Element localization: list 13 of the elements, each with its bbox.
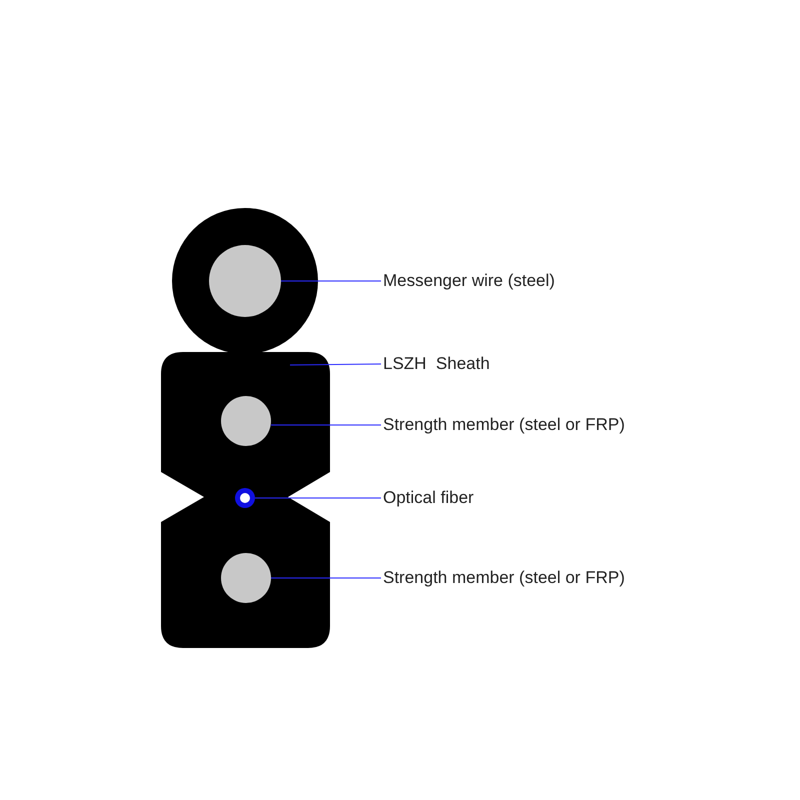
part-label: Strength member (steel or FRP) [383,415,625,435]
part-label: Strength member (steel or FRP) [383,568,625,588]
part-label: Messenger wire (steel) [383,271,555,291]
leader-line [290,364,382,366]
optical-fiber [235,488,255,508]
cable-sheath-drawing [161,352,330,648]
part-label: Optical fiber [383,488,474,508]
part-label: LSZH Sheath [383,354,490,374]
wire-core [209,245,281,317]
leader-line [280,280,382,282]
wire-core [221,553,271,603]
leader-line [270,424,382,426]
wire-core [221,396,271,446]
